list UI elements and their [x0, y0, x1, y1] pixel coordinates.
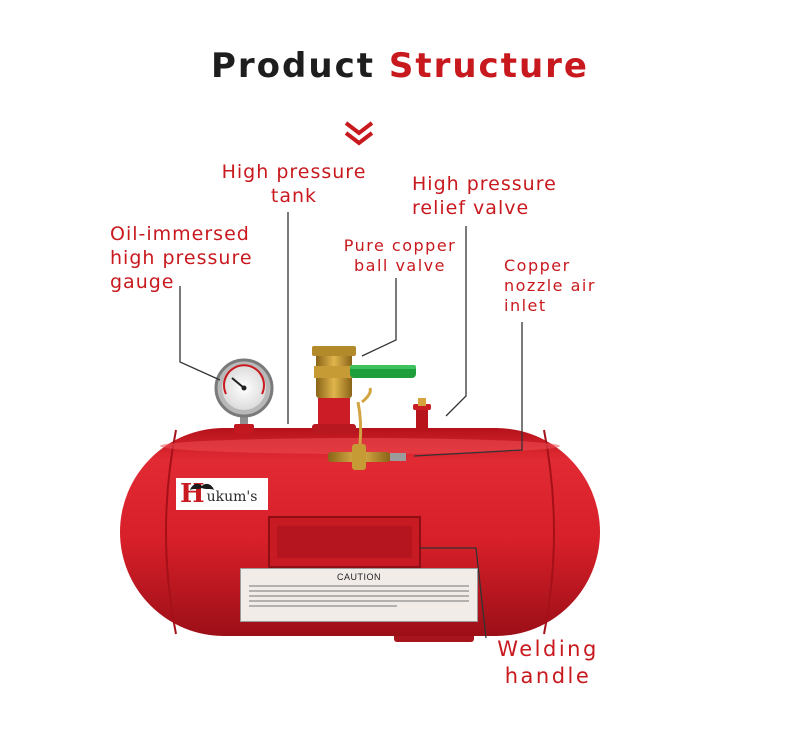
caution-label: CAUTION [240, 568, 478, 622]
title-word-product: Product [211, 46, 375, 86]
label-pressure-gauge: Oil-immersed high pressure gauge [110, 223, 253, 293]
leader-ball-valve [361, 278, 397, 357]
chevron-down-icon [344, 121, 374, 146]
welding-handle-inner [277, 526, 412, 558]
tank-seam-right [543, 429, 555, 635]
leader-air-inlet [413, 322, 523, 457]
logo-rest: ukum's [206, 489, 258, 505]
label-relief-valve: High pressure relief valve [412, 173, 557, 219]
logo-initial: H [180, 479, 205, 509]
relief-valve [416, 408, 428, 432]
label-high-pressure-tank: High pressure tank [221, 161, 367, 207]
leader-gauge [179, 286, 221, 381]
leader-handle [420, 547, 487, 639]
title-word-structure: Structure [388, 46, 589, 86]
label-welding-handle: Welding handle [497, 637, 599, 688]
caution-heading: CAUTION [337, 572, 381, 582]
page-title: Product Structure [0, 46, 800, 86]
tank-seam-left [165, 429, 177, 635]
hukums-logo: H ukum's [176, 478, 268, 510]
leader-relief-valve [445, 226, 467, 417]
label-air-inlet: Copper nozzle air inlet [504, 256, 596, 315]
label-ball-valve: Pure copper ball valve [343, 236, 457, 275]
gauge-base [234, 424, 254, 434]
gauge-stem [240, 410, 248, 434]
mustache-icon [190, 483, 214, 490]
